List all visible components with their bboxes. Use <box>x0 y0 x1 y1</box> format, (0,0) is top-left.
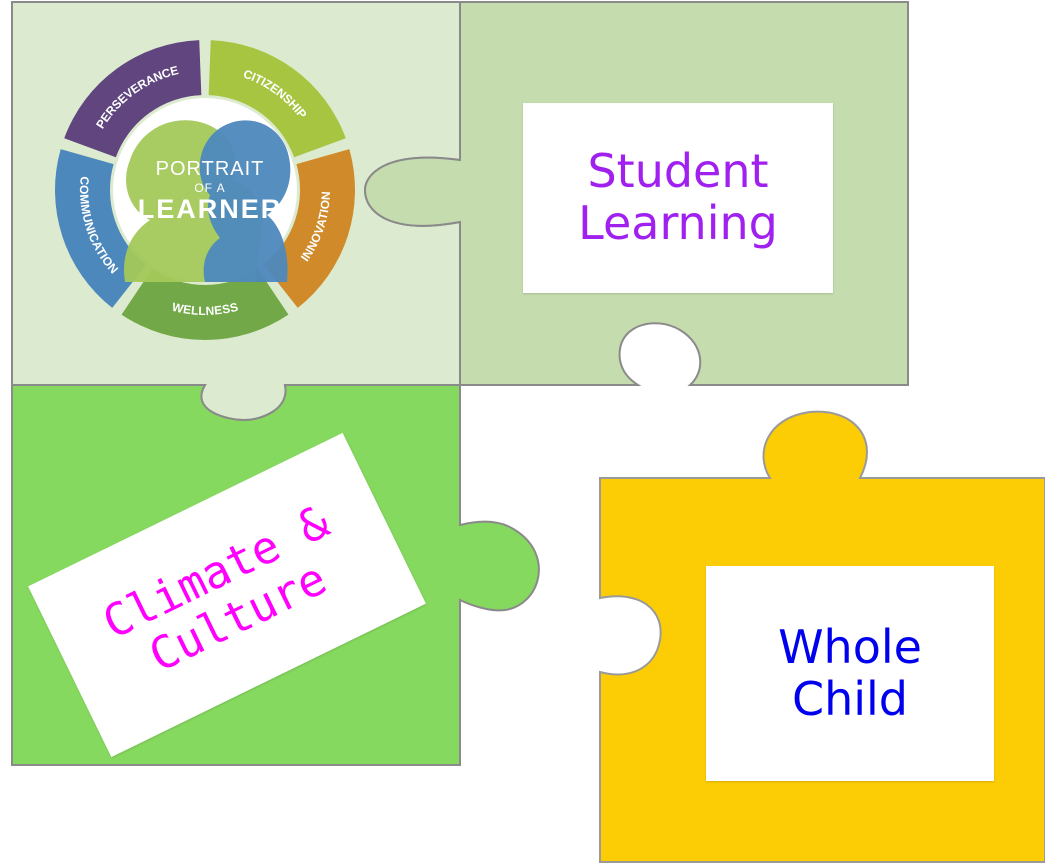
student-learning-line1: Student <box>587 144 769 199</box>
logo-segment-perseverance <box>64 40 202 158</box>
logo-segment-wellness <box>121 268 289 340</box>
student-learning-line2: Learning <box>578 196 778 250</box>
whole-child-line1: Whole <box>778 619 922 674</box>
student-learning-label: Student Learning <box>523 103 833 293</box>
logo-title-learner: LEARNER <box>138 194 283 224</box>
logo-segment-citizenship <box>208 40 346 158</box>
logo-segment-communication <box>55 149 147 308</box>
logo-title-of-a: OF A <box>194 181 225 195</box>
whole-child-line2: Child <box>791 671 909 726</box>
logo-title-portrait: PORTRAIT <box>156 158 265 180</box>
whole-child-label: Whole Child <box>706 566 994 781</box>
logo-segment-label-wellness: WELLNESS <box>171 300 240 318</box>
child-silhouette-blue <box>199 120 291 282</box>
